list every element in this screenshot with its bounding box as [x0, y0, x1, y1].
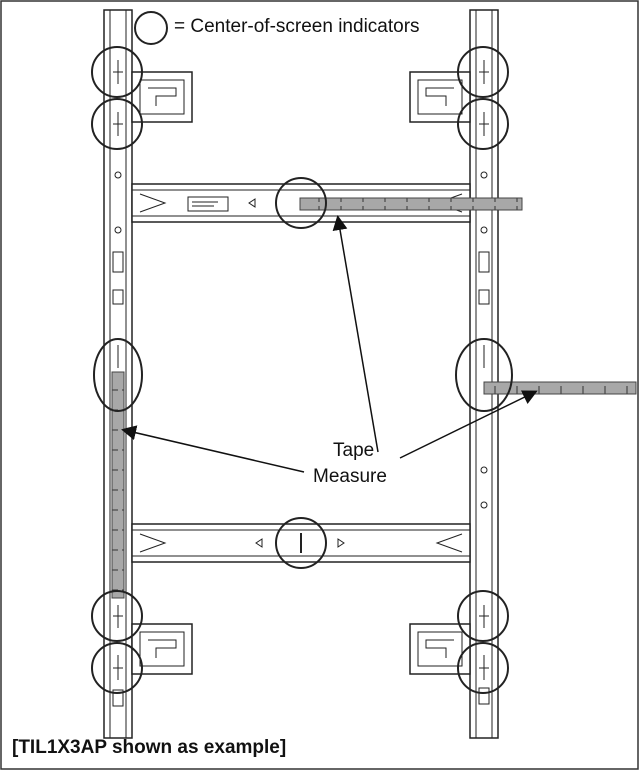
crossbar-label-plate	[187, 196, 229, 212]
bracket-bottom-left	[131, 623, 193, 675]
bracket-top-left	[131, 71, 193, 123]
center-indicator	[455, 338, 513, 412]
lower-crossbar	[131, 523, 471, 563]
center-indicator	[91, 590, 143, 642]
arrow-to-left-tape	[121, 425, 305, 473]
bracket-bottom-right	[409, 623, 471, 675]
center-indicator	[93, 338, 143, 412]
tape-measure-left	[111, 371, 125, 599]
bracket-top-right	[409, 71, 471, 123]
arrow-to-right-tape	[399, 390, 538, 459]
tape-measure-label-line1: Tape	[333, 440, 375, 461]
figure-caption: [TIL1X3AP shown as example]	[12, 737, 287, 758]
center-indicator	[457, 46, 509, 98]
center-indicator	[275, 517, 327, 569]
center-indicator	[275, 177, 327, 229]
tape-measure-top	[299, 197, 523, 211]
legend-label: = Center-of-screen indicators	[174, 16, 420, 37]
center-indicator	[91, 98, 143, 150]
legend-indicator-circle	[134, 11, 168, 45]
center-indicator	[457, 642, 509, 694]
upper-crossbar	[131, 183, 471, 223]
arrow-to-top-tape	[332, 215, 379, 453]
center-indicator	[91, 46, 143, 98]
center-indicator	[91, 642, 143, 694]
center-indicator	[457, 98, 509, 150]
tape-measure-right	[483, 381, 637, 395]
tape-measure-label-line2: Measure	[313, 466, 387, 487]
center-indicator	[457, 590, 509, 642]
